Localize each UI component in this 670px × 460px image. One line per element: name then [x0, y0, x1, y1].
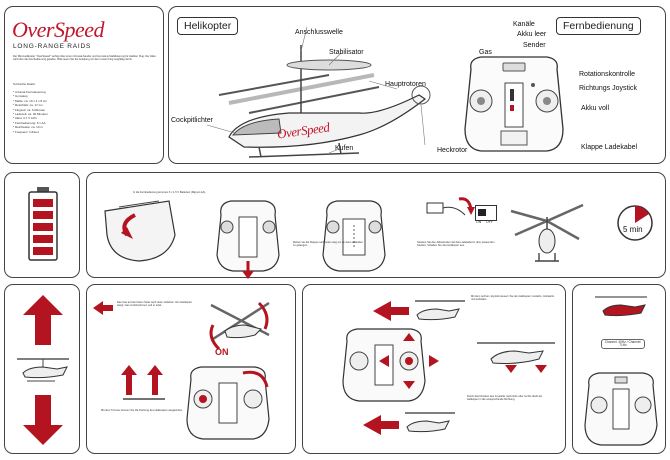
remote-diagram — [464, 56, 564, 152]
remote-back-2 — [322, 200, 386, 272]
brand-subtitle: LONG-RANGE RAIDS — [13, 43, 92, 50]
label-kufen: Kufen — [335, 145, 354, 152]
setup-panel: In die Fernbedienung kommen 6 x 1,5 V Ba… — [86, 172, 666, 279]
parts-panel: Helikopter Fernbedienung OverSpeed Ansch… — [168, 6, 666, 164]
direction-text: Mit dem rechten Joystick steuern Sie den… — [471, 295, 554, 302]
specs-title: Technische Details: — [13, 83, 36, 86]
intro-panel: OverSpeed LONG-RANGE RAIDS Der Mini-Heli… — [4, 6, 164, 164]
heli-bottom — [363, 412, 455, 435]
label-kanaele: Kanäle — [513, 21, 535, 28]
label-cockpitlichter: Cockpitlichter — [171, 117, 214, 124]
label-stabilisator: Stabilisator — [329, 49, 364, 56]
channel-panel: Channel: 40Hz / Channel: 71Hz — [572, 284, 666, 454]
remote-throttle — [186, 366, 270, 440]
rotation-text: Durch das Drücken des Joysticks nach lin… — [467, 395, 543, 402]
brand-logo: OverSpeed — [12, 17, 105, 42]
left-arrow-icon — [93, 301, 113, 315]
spec-item: * 3-Kanal Fernsteuerung — [13, 90, 46, 94]
label-richtungs-joystick: Richtungs Joystick — [579, 85, 637, 92]
timer-icon — [617, 205, 653, 241]
label-hauptrotoren: Hauptrotoren — [385, 81, 426, 88]
direction-arrows — [342, 328, 439, 402]
altitude-panel — [4, 284, 80, 454]
setup-step1-text: In die Fernbedienung kommen 6 x 1,5 V Ba… — [133, 191, 206, 194]
up-arrow-icon — [23, 295, 63, 345]
spec-item: * Gyroskop — [13, 94, 28, 99]
down-arrow-icon — [23, 395, 63, 445]
switch-on-label: ON — [476, 220, 482, 224]
specs-list: * 3-Kanal Fernsteuerung * Gyroskop * Maß… — [13, 90, 153, 134]
helikopter-title: Helikopter — [177, 17, 239, 35]
remote-channel — [584, 372, 658, 446]
helicopter-diagram — [206, 26, 431, 158]
heli-top-row — [373, 300, 465, 321]
spec-item: * Akku: 3,7 V LiPo — [13, 116, 38, 121]
charge-plug — [426, 197, 475, 216]
label-rotationskontrolle: Rotationskontrolle — [579, 71, 636, 78]
label-sender: Sender — [523, 42, 546, 49]
spec-item: * Reichweite: ca. 10 m — [13, 125, 43, 130]
channel-label: Channel: 40Hz / Channel: 71Hz — [601, 339, 645, 350]
battery-panel — [4, 172, 80, 278]
hover-helicopter — [17, 358, 69, 382]
on-label: ON — [215, 347, 229, 357]
remote-back-open — [104, 200, 176, 262]
throttle-text: Das Gas auf der linken Seite nach oben s… — [117, 301, 192, 308]
timer-label: 5 min — [623, 225, 643, 234]
spec-item: * Fernbedienung: 6 x AA — [13, 120, 46, 125]
flight-panel-2: Mit dem rechten Joystick steuern Sie den… — [302, 284, 566, 454]
remote-back-1 — [216, 200, 280, 279]
battery-icon — [28, 187, 58, 261]
heli-forward — [477, 342, 555, 373]
spec-item: * Frequenz: Infrarot — [13, 129, 39, 134]
spec-item: * Rotorblatt: ca. 17 cm — [13, 103, 43, 108]
helicopter-front — [510, 203, 584, 262]
switch-off-label: OFF — [486, 220, 493, 224]
small-heli-up-arrows — [121, 365, 165, 400]
flight-panel-1: Das Gas auf der linken Seite nach oben s… — [86, 284, 296, 454]
label-anschlusswelle: Anschlusswelle — [295, 29, 343, 36]
spec-item: * Maße: ca. 19 x 4 x 8 cm — [13, 98, 48, 103]
spec-item: * Flugzeit: ca. 6 Minuten — [13, 107, 46, 112]
rotating-helicopter — [209, 301, 270, 351]
label-akku-voll: Akku voll — [581, 105, 610, 112]
label-gas: Gas — [479, 49, 492, 56]
label-akku-leer: Akku leer — [517, 31, 547, 38]
spec-item: * Ladezeit: ca. 30 Minuten — [13, 112, 48, 117]
heli-small-top — [595, 296, 647, 317]
label-klappe-ladekabel: Klappe Ladekabel — [581, 144, 638, 151]
intro-text: Der Mini-Helikopter "OverSpeed" verfügt … — [13, 55, 156, 62]
fernbedienung-title: Fernbedienung — [556, 17, 641, 35]
setup-step2-text: Ziehen sie die Klappe nach unten weg um … — [293, 241, 363, 248]
switch-box — [475, 205, 497, 221]
label-heckrotor: Heckrotor — [437, 147, 468, 154]
setup-step3-text: Stecken Sie den Akkustecker auf das Lade… — [417, 241, 495, 248]
trim-text: Mit dem Trimmer können Sie die Drehung d… — [101, 409, 183, 412]
